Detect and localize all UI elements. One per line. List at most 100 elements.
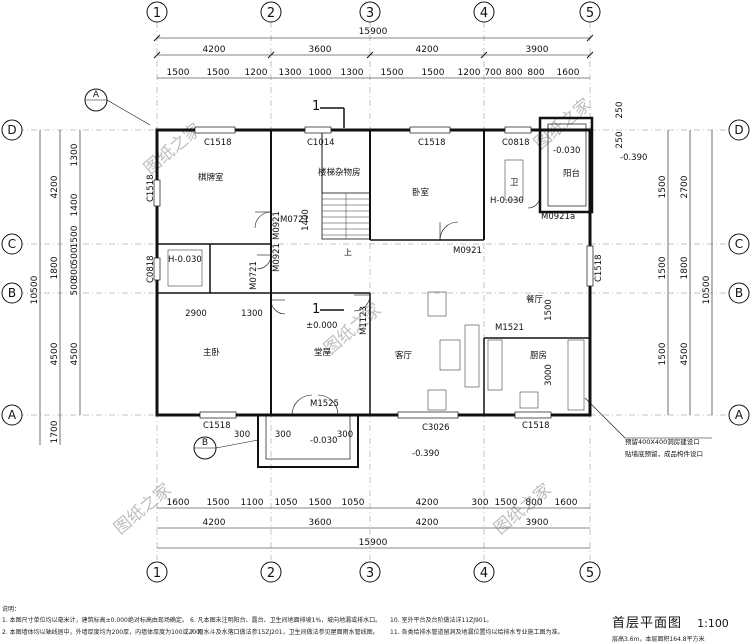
level-mark: -0.390 bbox=[412, 449, 439, 459]
dim-bottom-sub: 1500 bbox=[309, 498, 332, 508]
drawing-scale: 1:100 bbox=[697, 617, 729, 630]
window-label: C0818 bbox=[146, 255, 156, 283]
svg-text:5: 5 bbox=[586, 6, 594, 21]
dim-top-main: 4200 bbox=[203, 45, 226, 55]
window-label: C3026 bbox=[422, 423, 450, 433]
door-swings bbox=[254, 195, 541, 416]
svg-text:4: 4 bbox=[480, 6, 488, 21]
svg-text:C: C bbox=[735, 237, 743, 251]
stair-up-label: 上 bbox=[344, 248, 352, 257]
svg-text:A: A bbox=[735, 408, 744, 422]
door-label: M1521 bbox=[495, 323, 524, 333]
door-labels: M0721 M0921 M0721 M0921 M0921 M0921a M11… bbox=[249, 211, 575, 409]
entry-porch bbox=[257, 414, 359, 468]
svg-text:B: B bbox=[202, 438, 208, 448]
svg-text:A: A bbox=[93, 90, 100, 100]
svg-text:D: D bbox=[734, 123, 743, 137]
svg-text:D: D bbox=[7, 123, 16, 137]
axis-bubble-3: 3 bbox=[359, 1, 381, 23]
note: 7. 雨水斗及水落口做法参15ZJ201，卫生间做法参见屋面雨水管线图。 bbox=[190, 629, 379, 636]
dim-right-main: 1800 bbox=[680, 256, 690, 279]
dim-left-main: 4200 bbox=[50, 175, 60, 198]
door-label: M1525 bbox=[310, 399, 339, 409]
left-dimensions: 10500 4200 1800 4500 1700 1300 1400 1500… bbox=[30, 130, 81, 445]
svg-text:2: 2 bbox=[267, 6, 275, 21]
dim-bottom-total: 15900 bbox=[359, 538, 388, 548]
dim-bottom-sub: 1050 bbox=[275, 498, 298, 508]
axis-bubble-1: 1 bbox=[146, 1, 168, 23]
door-label: M0721 bbox=[249, 261, 259, 290]
room-living: 客厅 bbox=[395, 350, 413, 361]
svg-text:B: B bbox=[735, 286, 743, 300]
axis-bubble-4: 4 bbox=[473, 1, 495, 23]
level-mark: H-0.030 bbox=[490, 196, 524, 206]
room-labels: 棋牌室 楼梯杂物房 卧室 卫 阳台 主卧 堂屋 客厅 餐厅 厨房 bbox=[198, 167, 580, 361]
note: 6. 凡本图未注明阳台、露台、卫生间地面排坡1%，坡向地漏或排水口。 bbox=[190, 617, 382, 624]
axis-bubble-5-bottom: 5 bbox=[579, 561, 601, 583]
dim-top-sub: 1500 bbox=[422, 68, 445, 78]
dim-left-total: 10500 bbox=[30, 275, 40, 304]
note: 2. 本图墙体均以轴线居中，外墙厚度均为200厚，内墙体厚度为100或200。 bbox=[2, 629, 206, 636]
dim-top-sub: 1000 bbox=[309, 68, 332, 78]
dim-top-sub: 800 bbox=[527, 68, 544, 78]
window-label: C1518 bbox=[522, 421, 550, 431]
axis-bubble-B-right: B bbox=[728, 282, 750, 304]
svg-text:1: 1 bbox=[312, 302, 320, 317]
note: 说明： bbox=[2, 606, 21, 613]
axis-bubble-C-right: C bbox=[728, 233, 750, 255]
walls bbox=[155, 116, 594, 417]
level-mark: -0.030 bbox=[310, 436, 337, 446]
column-axis-bubbles: 1 2 3 4 5 1 2 3 4 5 bbox=[146, 1, 601, 583]
level-mark: -0.390 bbox=[620, 153, 647, 163]
note: 11. 各类给排水管道留洞及地漏位置均以给排水专业施工图为准。 bbox=[390, 629, 564, 636]
dim-right-main: 4500 bbox=[680, 342, 690, 365]
door-label: M0921 bbox=[272, 243, 282, 272]
door-label: M0921 bbox=[453, 246, 482, 256]
window-label: C1014 bbox=[307, 138, 335, 148]
right-dimensions: 250 250 1500 1500 1500 2700 1800 4500 10… bbox=[615, 101, 713, 415]
window-label: C1518 bbox=[204, 138, 232, 148]
level-mark: ±0.000 bbox=[306, 321, 337, 331]
svg-text:300: 300 bbox=[337, 430, 353, 440]
dim-top-sub: 1600 bbox=[557, 68, 580, 78]
dim-top-main: 3900 bbox=[526, 45, 549, 55]
svg-text:A: A bbox=[8, 408, 17, 422]
annotation: 预留400X400洞房建设口 bbox=[625, 437, 700, 446]
svg-text:1500: 1500 bbox=[544, 299, 554, 321]
svg-text:1300: 1300 bbox=[241, 309, 263, 319]
dim-bottom-sub: 1500 bbox=[207, 498, 230, 508]
annotation: 贴墙底预留，成品构件设口 bbox=[625, 449, 703, 458]
dim-right-sub: 1500 bbox=[658, 175, 668, 198]
axis-bubble-A-right: A bbox=[728, 404, 750, 426]
watermark: 图纸之家 bbox=[490, 480, 555, 539]
window-labels: C1518 C1014 C1518 C0818 C1518 C0818 C151… bbox=[146, 138, 604, 433]
dim-top-sub: 1200 bbox=[458, 68, 481, 78]
dim-top-main: 4200 bbox=[416, 45, 439, 55]
dim-top-sub: 1300 bbox=[279, 68, 302, 78]
door-label: M0921a bbox=[541, 212, 575, 222]
axis-bubble-2: 2 bbox=[260, 1, 282, 23]
dim-bottom-sub: 300 bbox=[471, 498, 488, 508]
watermark: 图纸之家 bbox=[110, 480, 175, 539]
svg-text:1: 1 bbox=[153, 6, 161, 21]
row-axis-bubbles: D C B A D C B A bbox=[1, 119, 750, 426]
door-label: M0721 bbox=[280, 215, 309, 225]
dim-right-sub: 250 bbox=[615, 131, 625, 148]
section-marker-a: A bbox=[84, 88, 151, 126]
annotation-leader: 预留400X400洞房建设口 贴墙底预留，成品构件设口 bbox=[584, 397, 712, 458]
note: 1. 本图尺寸单位均以毫米计，建筑标高±0.000绝对标高由现场确定。 bbox=[2, 617, 188, 624]
room-balcony: 阳台 bbox=[563, 168, 580, 179]
dim-top-main: 3600 bbox=[309, 45, 332, 55]
dim-right-total: 10500 bbox=[702, 275, 712, 304]
axis-bubble-B-left: B bbox=[1, 282, 23, 304]
door-label: M0921 bbox=[272, 211, 282, 240]
dim-top-sub: 1500 bbox=[167, 68, 190, 78]
room-kitchen: 厨房 bbox=[530, 350, 547, 361]
axis-bubble-2-bottom: 2 bbox=[260, 561, 282, 583]
dim-left-sub: 800 bbox=[70, 263, 80, 280]
dim-top-sub: 1500 bbox=[381, 68, 404, 78]
watermarks: 图纸之家 图纸之家 图纸之家 图纸之家 图纸之家 bbox=[110, 95, 595, 539]
axis-lines bbox=[18, 22, 735, 560]
level-mark: H-0.030 bbox=[168, 255, 202, 265]
